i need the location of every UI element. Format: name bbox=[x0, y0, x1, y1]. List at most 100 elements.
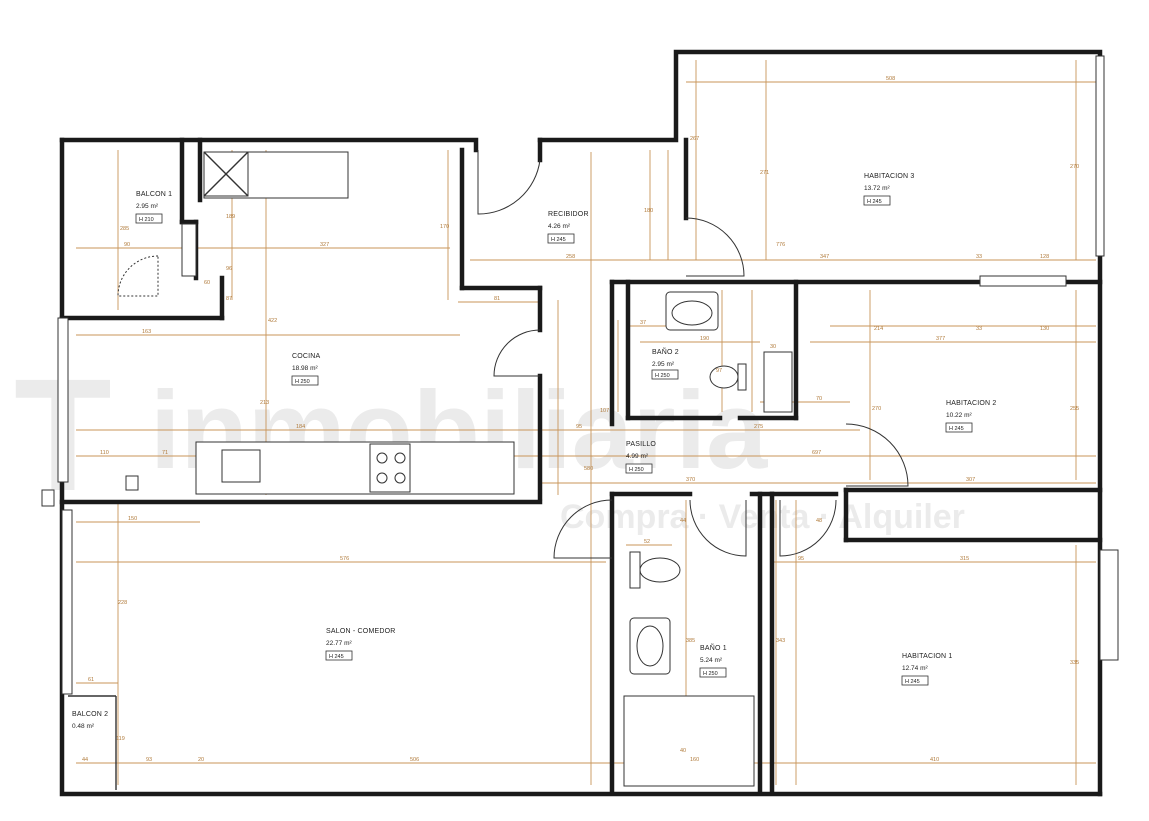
toilet-tank-bano2 bbox=[737, 363, 747, 391]
doors bbox=[117, 150, 909, 559]
window-salon bbox=[57, 317, 69, 483]
door-h1 bbox=[779, 499, 837, 557]
dim-label: 33 bbox=[976, 326, 982, 332]
cooktop bbox=[369, 443, 411, 493]
room-area: 0.48 m² bbox=[72, 723, 95, 730]
dim-label: 270 bbox=[1070, 164, 1079, 170]
dimension-labels: 508 285 90 327 170 189 96 60 87 163 422 … bbox=[82, 76, 1079, 763]
dim-label: 506 bbox=[410, 757, 419, 763]
dim-label: 128 bbox=[1040, 254, 1049, 260]
bathtub-bano1 bbox=[623, 695, 755, 787]
dim-label: 385 bbox=[686, 638, 695, 644]
room-height-tag: H 250 bbox=[629, 467, 644, 473]
dim-label: 580 bbox=[584, 466, 593, 472]
dim-label: 576 bbox=[340, 556, 349, 562]
room-height-tag: H 245 bbox=[949, 426, 964, 432]
room-cocina: COCINA 18.98 m² H 250 bbox=[291, 353, 320, 386]
dim-label: 87 bbox=[226, 296, 232, 302]
dim-label: 52 bbox=[644, 539, 650, 545]
room-name: PASILLO bbox=[626, 441, 656, 448]
room-height-tag: H 250 bbox=[295, 379, 310, 385]
dim-label: 96 bbox=[226, 266, 232, 272]
dim-label: 697 bbox=[812, 450, 821, 456]
dim-label: 163 bbox=[142, 329, 151, 335]
shower-bano2 bbox=[763, 351, 793, 413]
dim-label: 110 bbox=[100, 450, 109, 456]
dim-label: 93 bbox=[146, 757, 152, 763]
room-name: RECIBIDOR bbox=[548, 211, 589, 218]
dim-label: 48 bbox=[816, 518, 822, 524]
fixtures bbox=[41, 151, 793, 787]
room-area: 10.22 m² bbox=[946, 412, 972, 419]
dim-label: 258 bbox=[566, 254, 575, 260]
room-pasillo: PASILLO 4.99 m² H 250 bbox=[625, 441, 656, 474]
dim-label: 370 bbox=[686, 477, 695, 483]
dim-label: 189 bbox=[226, 214, 235, 220]
dim-label: 270 bbox=[872, 406, 881, 412]
dim-label: 315 bbox=[960, 556, 969, 562]
window-balcon1 bbox=[181, 223, 197, 277]
window-h3 bbox=[1095, 55, 1105, 257]
windows bbox=[57, 55, 1119, 695]
room-name: BALCON 2 bbox=[72, 711, 108, 718]
dim-label: 422 bbox=[268, 318, 277, 324]
dim-label: 271 bbox=[760, 170, 769, 176]
toilet-tank-bano1 bbox=[629, 551, 641, 589]
room-height-tag: H 245 bbox=[905, 679, 920, 685]
room-area: 13.72 m² bbox=[864, 185, 890, 192]
room-name: HABITACION 1 bbox=[902, 653, 953, 660]
dim-label: 275 bbox=[754, 424, 763, 430]
basin-bowl-bano2 bbox=[671, 300, 713, 326]
room-area: 22.77 m² bbox=[326, 640, 352, 647]
dim-label: 377 bbox=[936, 336, 945, 342]
room-bano1: BAÑO 1 5.24 m² H 250 bbox=[699, 643, 727, 678]
room-height-tag: H 245 bbox=[551, 237, 566, 243]
room-area: 18.98 m² bbox=[292, 365, 318, 372]
room-area: 2.95 m² bbox=[136, 203, 159, 210]
kitchen-sink bbox=[221, 449, 261, 483]
dim-label: 255 bbox=[1070, 406, 1079, 412]
room-habitacion2: HABITACION 2 10.22 m² H 245 bbox=[945, 400, 996, 433]
dim-label: 267 bbox=[690, 136, 699, 142]
door-bano1 bbox=[689, 499, 747, 557]
room-area: 5.24 m² bbox=[700, 657, 723, 664]
dim-label: 213 bbox=[260, 400, 269, 406]
dim-label: 410 bbox=[930, 757, 939, 763]
room-height-tag: H 250 bbox=[703, 671, 718, 677]
burner bbox=[376, 472, 388, 484]
dim-label: 347 bbox=[820, 254, 829, 260]
walls bbox=[59, 49, 1103, 797]
room-height-tag: H 245 bbox=[867, 199, 882, 205]
room-area: 4.99 m² bbox=[626, 453, 649, 460]
room-recibidor: RECIBIDOR 4.26 m² H 245 bbox=[547, 211, 589, 244]
window-h2 bbox=[979, 275, 1067, 287]
dim-label: 70 bbox=[816, 396, 822, 402]
room-name: BAÑO 1 bbox=[700, 643, 727, 652]
dim-label: 170 bbox=[440, 224, 449, 230]
dim-label: 160 bbox=[690, 757, 699, 763]
dim-label: 81 bbox=[494, 296, 500, 302]
room-balcon2: BALCON 2 0.48 m² bbox=[72, 711, 108, 730]
room-habitacion3: HABITACION 3 13.72 m² H 245 bbox=[863, 173, 914, 206]
dim-label: 228 bbox=[118, 600, 127, 606]
watermark-slogan: Compra · Venta · Alquiler bbox=[560, 498, 965, 536]
dim-label: 20 bbox=[198, 757, 204, 763]
room-salon: SALON - COMEDOR 22.77 m² H 245 bbox=[325, 628, 396, 661]
dim-label: 180 bbox=[644, 208, 653, 214]
room-name: BAÑO 2 bbox=[652, 347, 679, 356]
dim-label: 44 bbox=[82, 757, 88, 763]
room-bano2: BAÑO 2 2.95 m² H 250 bbox=[651, 347, 679, 380]
burner bbox=[394, 452, 406, 464]
room-area: 4.26 m² bbox=[548, 223, 571, 230]
dim-label: 150 bbox=[128, 516, 137, 522]
burner bbox=[376, 452, 388, 464]
room-name: SALON - COMEDOR bbox=[326, 628, 396, 635]
electric-panel bbox=[41, 489, 55, 507]
dim-label: 184 bbox=[296, 424, 305, 430]
dim-label: 40 bbox=[680, 748, 686, 754]
dimension-lines bbox=[76, 60, 1096, 785]
room-name: BALCON 1 bbox=[136, 191, 172, 198]
toilet-bano2 bbox=[709, 365, 739, 389]
dim-label: 97 bbox=[716, 368, 722, 374]
